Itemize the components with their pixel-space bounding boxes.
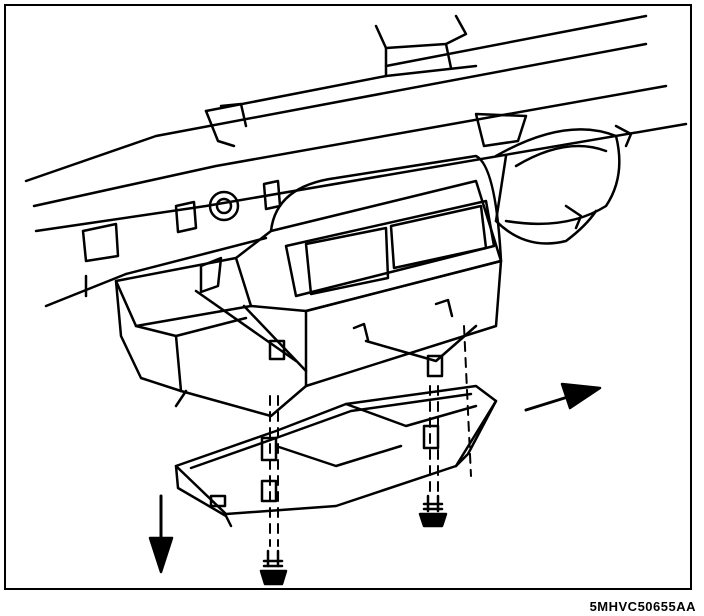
figure-code: 5MHVC50655AA xyxy=(589,599,696,614)
cover-tray-illustration xyxy=(174,384,498,528)
hvac-housing-illustration xyxy=(114,154,503,418)
arrow-right-icon xyxy=(524,382,602,412)
dash-panel-illustration xyxy=(24,14,688,308)
alignment-lines xyxy=(269,325,472,547)
exploded-view-drawing xyxy=(24,14,688,586)
linkage-illustration xyxy=(194,289,478,503)
blower-motor-illustration xyxy=(494,124,633,245)
screw-icon xyxy=(259,549,288,586)
arrow-down-icon xyxy=(148,494,174,574)
screw-icon xyxy=(418,494,448,528)
illustration-frame xyxy=(4,4,692,590)
